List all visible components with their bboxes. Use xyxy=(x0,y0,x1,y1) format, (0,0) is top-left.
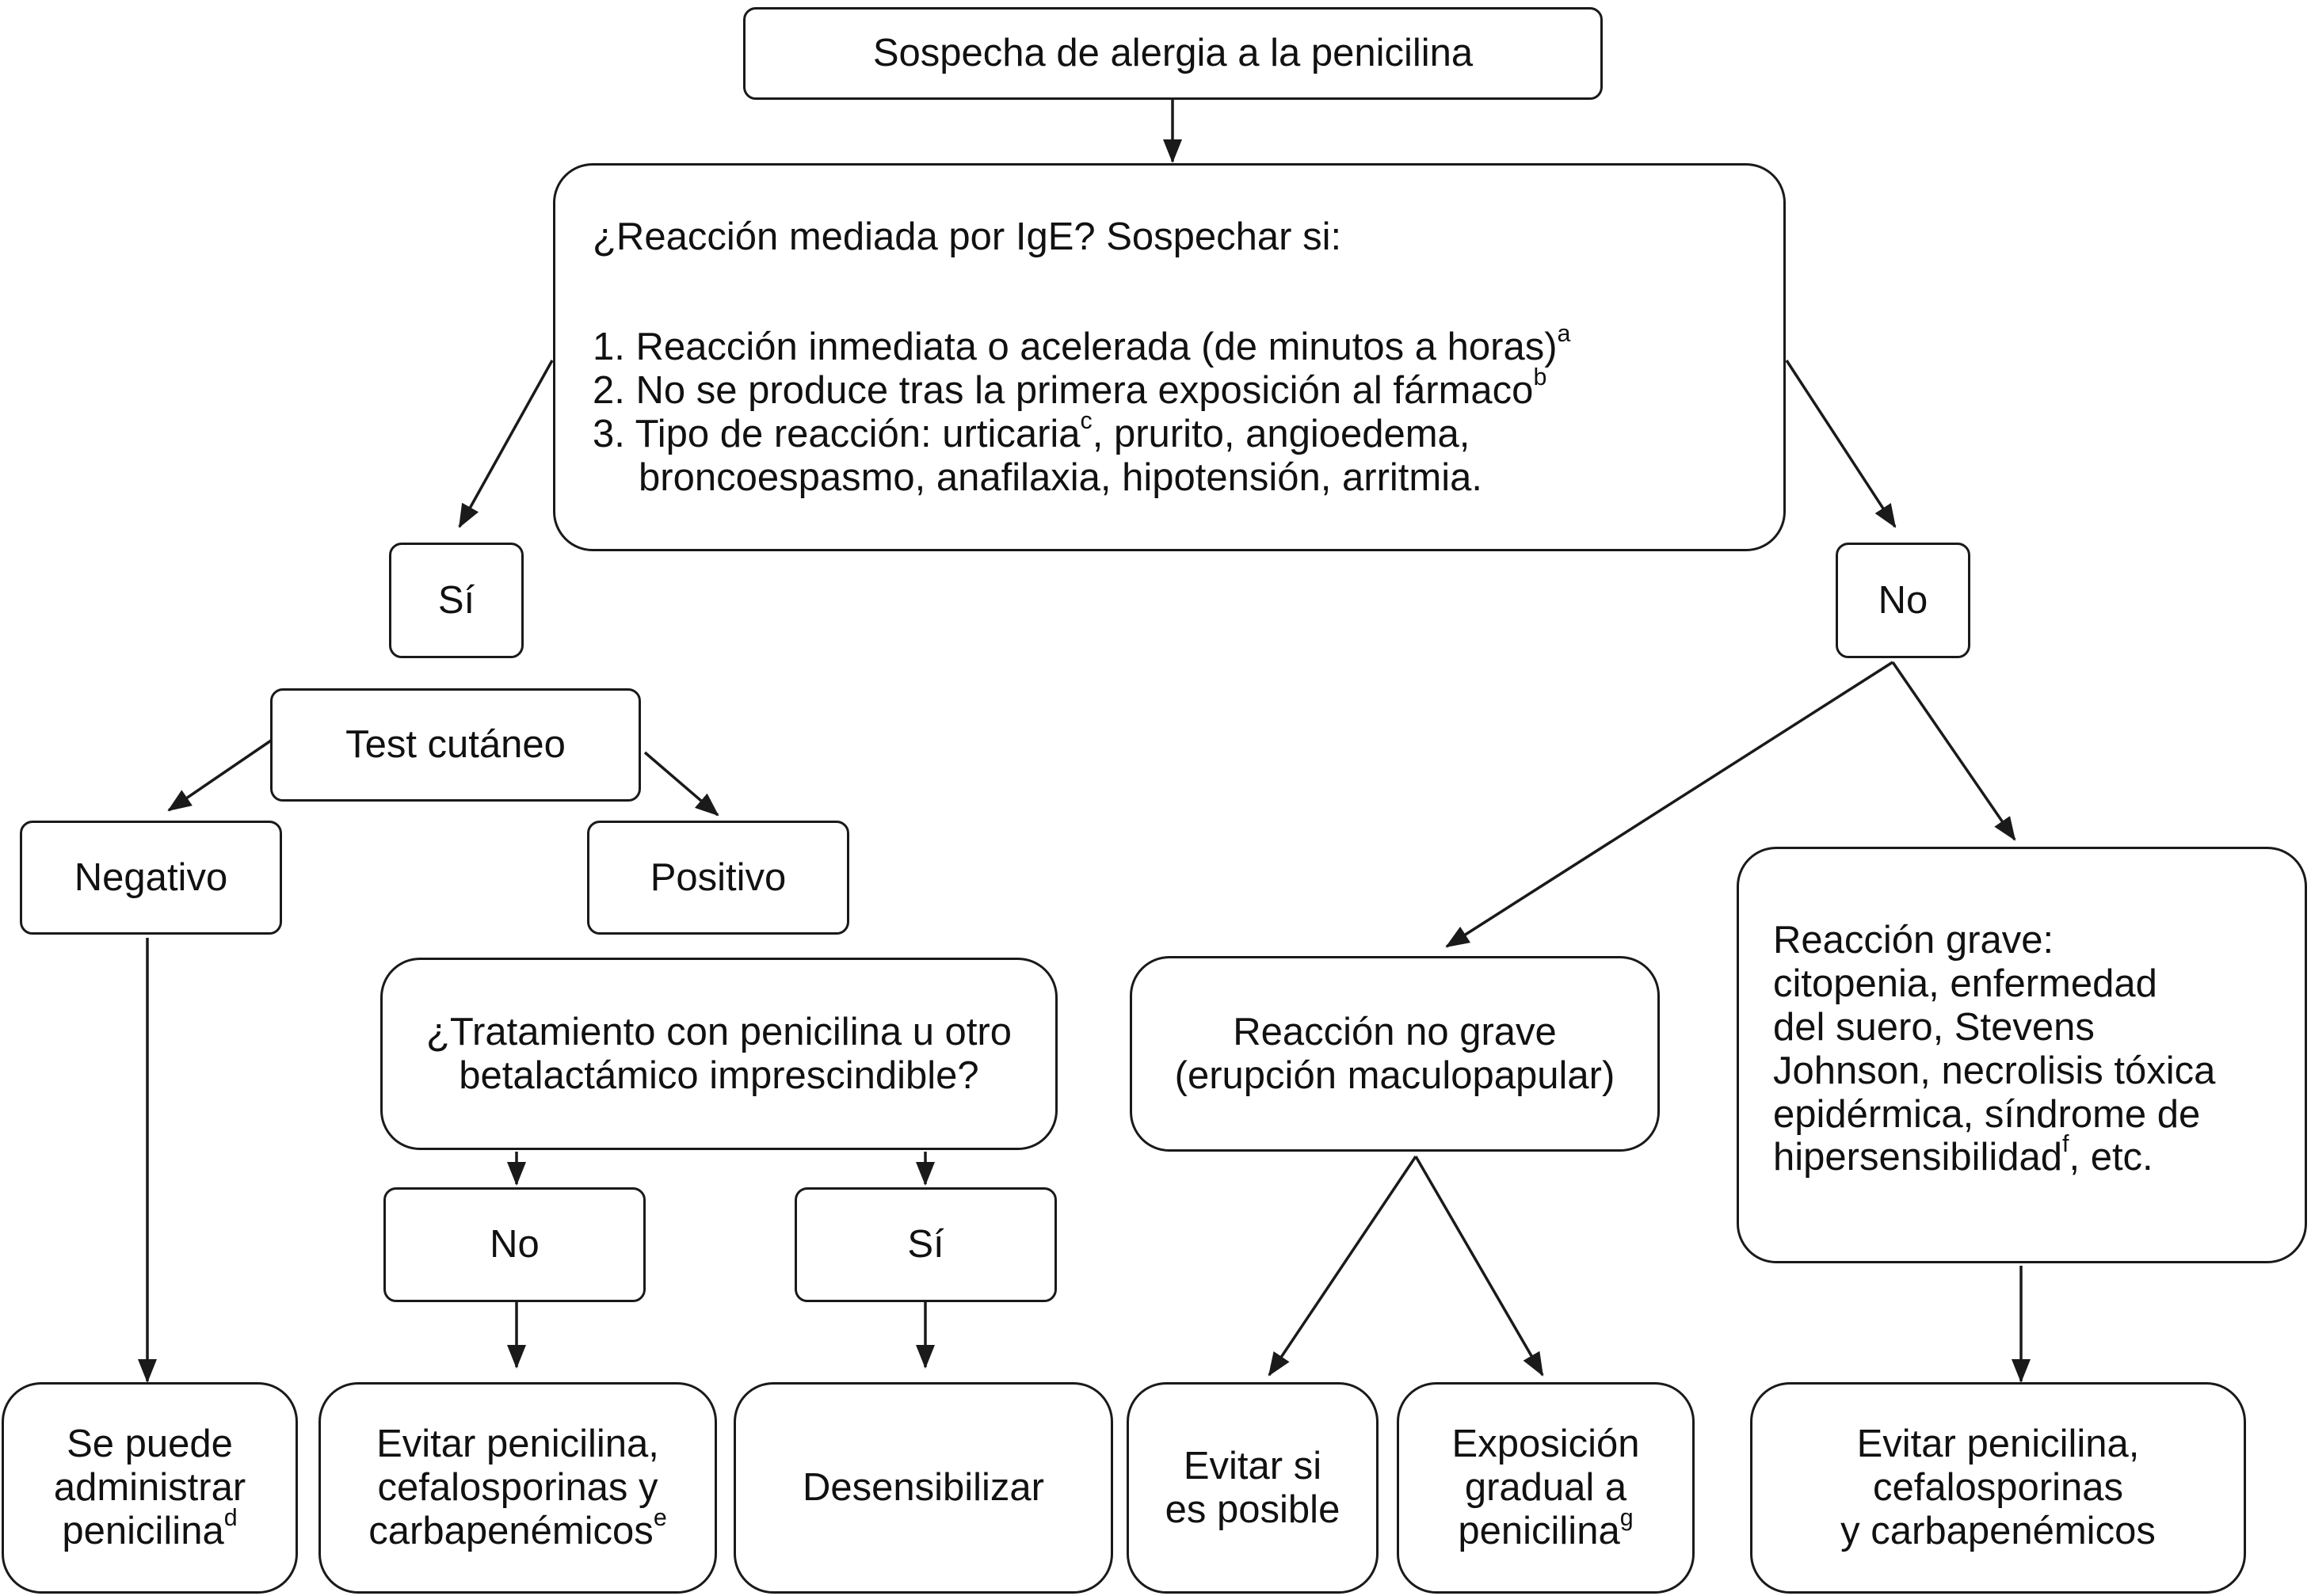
arrow-mild-to-avoid-possible xyxy=(1268,1156,1417,1377)
criterion-1: 1. Reacción inmediata o acelerada (de mi… xyxy=(593,320,1571,368)
desensitize-box: Desensibilizar xyxy=(734,1382,1113,1594)
negative-box: Negativo xyxy=(20,821,282,935)
no-box-right: No xyxy=(1836,543,1970,658)
arrow-test-to-positive xyxy=(643,751,719,817)
skin-test-box: Test cutáneo xyxy=(270,688,641,802)
ige-question-title: ¿Reacción mediada por IgE? Sospechar si: xyxy=(593,215,1342,258)
arrow-no-to-mild xyxy=(1445,661,1893,948)
yes-box: Sí xyxy=(389,543,524,658)
arrow-question-to-yes xyxy=(458,360,554,528)
mild-reaction-box: Reacción no grave (erupción maculopapula… xyxy=(1130,956,1660,1152)
root-label: Sospecha de alergia a la penicilina xyxy=(872,32,1474,75)
arrow-question-to-no xyxy=(1785,360,1897,528)
criterion-3-cont: broncoespasmo, anafilaxia, hipotensión, … xyxy=(639,455,1482,499)
root-box: Sospecha de alergia a la penicilina xyxy=(743,7,1603,100)
no-box-left: No xyxy=(383,1187,646,1302)
gradual-exposure-box: Exposición gradual a penicilinag xyxy=(1397,1382,1695,1594)
positive-box: Positivo xyxy=(587,821,849,935)
ige-question-box: ¿Reacción mediada por IgE? Sospechar si:… xyxy=(553,163,1786,551)
treatment-question-box: ¿Tratamiento con penicilina u otro betal… xyxy=(380,958,1058,1150)
avoid-betalactams-box: Evitar penicilina, cefalosporinas y carb… xyxy=(318,1382,717,1594)
criterion-2: 2. No se produce tras la primera exposic… xyxy=(593,363,1547,412)
criterion-3: 3. Tipo de reacción: urticariac, prurito… xyxy=(593,406,1470,455)
can-give-penicillin-box: Se puede administrar penicilinad xyxy=(2,1382,298,1594)
avoid-betalactams-right-box: Evitar penicilina, cefalosporinas y carb… xyxy=(1750,1382,2246,1594)
arrow-test-to-negative xyxy=(167,739,272,812)
severe-reaction-box: Reacción grave: citopenia, enfermedad de… xyxy=(1737,847,2307,1263)
avoid-if-possible-box: Evitar si es posible xyxy=(1127,1382,1379,1594)
arrow-no-to-severe xyxy=(1891,661,2016,841)
arrow-mild-to-gradual xyxy=(1414,1156,1544,1377)
yes-box-left: Sí xyxy=(795,1187,1057,1302)
